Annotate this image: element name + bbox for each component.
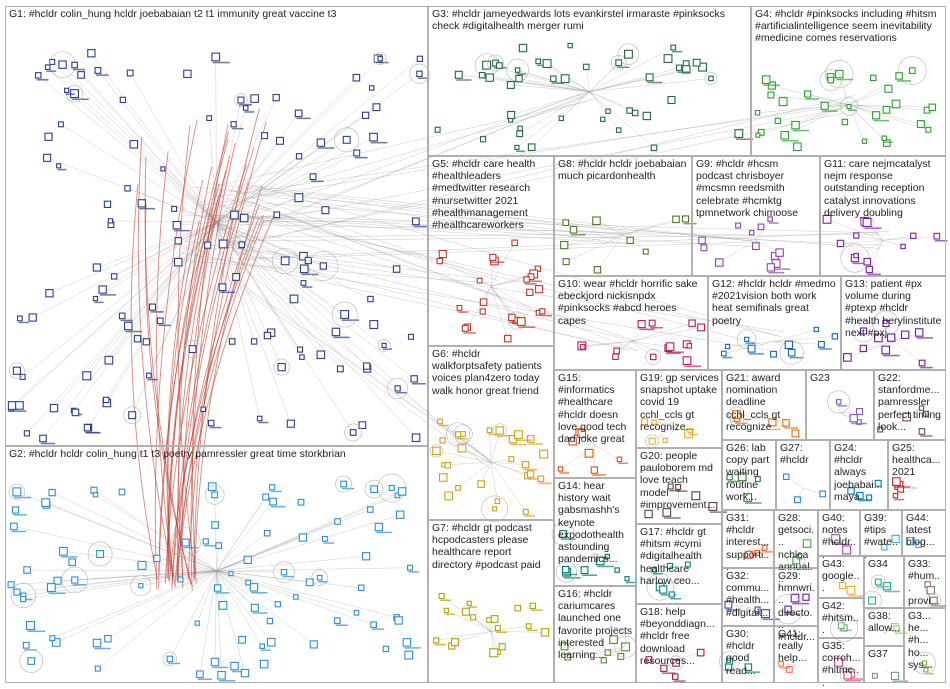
group-label: G43: google...: [822, 558, 861, 595]
group-label: G1: #hcldr colin_hung hcldr joebabaian t…: [9, 8, 425, 20]
group-panel-g28: G28: getsoci... nchica annual...: [774, 510, 818, 568]
group-panel-g16: G16: #hcldr cariumcares launched one fav…: [554, 586, 636, 683]
group-panel-g7: G7: #hcldr gt podcast hcpodcasters pleas…: [428, 520, 554, 683]
group-label: G19: gp services snapshot uptake covid 1…: [640, 372, 719, 433]
group-panel-g2: G2: #hcldr hcldr colin_hung t1 t3 poetry…: [5, 446, 428, 683]
group-panel-g40: G40: notes #hcldr...: [818, 510, 860, 556]
group-label: G18: help #beyonddiagn... #hcldr free do…: [640, 606, 719, 667]
group-label: G31: #hcldr interest... supporti...: [726, 512, 771, 573]
group-label: G3... he... #h... ho... sys...: [908, 610, 943, 671]
group-panel-g44: G44: latest blog...: [902, 510, 946, 556]
group-label: G30: #hcldr good read...: [726, 628, 771, 677]
group-panel-g31: G31: #hcldr interest... supporti...: [722, 510, 774, 568]
group-panel-g18: G18: help #beyonddiagn... #hcldr free do…: [636, 604, 722, 683]
group-label: G8: #hcldr hcldr joebabaian much picardo…: [558, 158, 689, 182]
group-label: G24: #hcldr always joebabai... maya...: [834, 442, 885, 503]
group-panel-g33: G33: #hum... provi...: [904, 556, 946, 608]
group-label: G10: wear #hcldr horrific sake ebeckjord…: [558, 278, 705, 327]
group-label: G6: #hcldr walkforptsafety patients voic…: [432, 348, 551, 397]
group-label: G41: really help...: [778, 628, 815, 665]
group-label: G34: [868, 558, 901, 570]
group-panel-g20: G20: people pauloborem md love teach mod…: [636, 448, 722, 524]
group-panel-g8: G8: #hcldr hcldr joebabaian much picardo…: [554, 156, 692, 276]
group-label: G42: #hitsm...: [822, 600, 861, 637]
group-panel-g11: G11: care nejmcatalyst nejm response out…: [820, 156, 946, 276]
group-panel-g23: G23: [806, 370, 874, 440]
group-label: G22: stanfordme... pamressler perfect ti…: [878, 372, 943, 433]
group-panel-g43: G43: google...: [818, 556, 864, 598]
group-panel-g41: G41: really help...: [774, 626, 818, 683]
group-label: G33: #hum... provi...: [908, 558, 943, 607]
group-panel-g24: G24: #hcldr always joebabai... maya...: [830, 440, 888, 510]
group-label: G17: #hcldr gt #hitsm #cymi #digitalheal…: [640, 526, 719, 587]
group-panel-g22: G22: stanfordme... pamressler perfect ti…: [874, 370, 946, 440]
group-panel-g27: G27: #hcldr: [776, 440, 830, 510]
group-label: G26: lab copy part waiting routine work.…: [726, 442, 773, 503]
group-panel-g39: G39: #tips #wate...: [860, 510, 902, 556]
group-panel-g17: G17: #hcldr gt #hitsm #cymi #digitalheal…: [636, 524, 722, 604]
group-label: G5: #hcldr care health #healthleaders #m…: [432, 158, 551, 231]
group-panel-g25: G25: healthca... 2021: [888, 440, 946, 510]
group-panel-g42: G42: #hitsm...: [818, 598, 864, 638]
group-panel-g12: G12: #hcldr hcldr #medmo #2021vision bot…: [708, 276, 841, 370]
group-label: G7: #hcldr gt podcast hcpodcasters pleas…: [432, 522, 551, 571]
group-label: G3: #hcldr jameyedwards lots evankirstel…: [432, 8, 748, 32]
group-label: G23: [810, 372, 871, 384]
group-panel-g38: G38: allow...: [864, 608, 904, 646]
group-panel-g10: G10: wear #hcldr horrific sake ebeckjord…: [554, 276, 708, 370]
group-label: G2: #hcldr hcldr colin_hung t1 t3 poetry…: [9, 448, 425, 460]
group-label: G12: #hcldr hcldr #medmo #2021vision bot…: [712, 278, 838, 327]
group-panel-g5: G5: #hcldr care health #healthleaders #m…: [428, 156, 554, 346]
group-panel-g32: G32: commu... #health... #digital...: [722, 568, 774, 626]
group-panel-g3x: G3... he... #h... ho... sys...: [904, 608, 946, 683]
group-label: G4: #hcldr #pinksocks including #hitsm #…: [755, 8, 943, 45]
group-label: G20: people pauloborem md love teach mod…: [640, 450, 719, 511]
group-label: G27: #hcldr: [780, 442, 827, 466]
group-panel-g26: G26: lab copy part waiting routine work.…: [722, 440, 776, 510]
group-label: G14: hear history wait gabsmashh's keyno…: [558, 480, 633, 565]
group-label: G40: notes #hcldr...: [822, 512, 857, 561]
group-panel-g6: G6: #hcldr walkforptsafety patients voic…: [428, 346, 554, 520]
group-label: G9: #hcldr #hcsm podcast chrisboyer #mcs…: [696, 158, 817, 219]
group-panel-g1: G1: #hcldr colin_hung hcldr joebabaian t…: [5, 6, 428, 446]
group-label: G13: patient #px volume during #ptexp #h…: [845, 278, 943, 339]
group-label: G32: commu... #health... #digital...: [726, 570, 771, 619]
group-label: G35: corroh... #hitmc...: [822, 640, 861, 689]
group-panel-g9: G9: #hcldr #hcsm podcast chrisboyer #mcs…: [692, 156, 820, 276]
group-label: G25: healthca... 2021: [892, 442, 943, 479]
group-label: G15: #informatics #healthcare #hcldr doe…: [558, 372, 633, 445]
group-panel-g3: G3: #hcldr jameyedwards lots evankirstel…: [428, 6, 751, 156]
group-label: G21: award nomination deadline cchl_ccls…: [726, 372, 803, 433]
group-panel-g37: G37: [864, 646, 904, 683]
group-panel-g19: G19: gp services snapshot uptake covid 1…: [636, 370, 722, 448]
group-label: G37: [868, 648, 901, 660]
group-label: G44: latest blog...: [906, 512, 943, 549]
group-panel-g14: G14: hear history wait gabsmashh's keyno…: [554, 478, 636, 586]
group-panel-g29: G29: hmnwri... directo... #hcldr...: [774, 568, 818, 626]
group-panel-g4: G4: #hcldr #pinksocks including #hitsm #…: [751, 6, 946, 156]
group-panel-g30: G30: #hcldr good read...: [722, 626, 774, 683]
group-panel-g34: G34: [864, 556, 904, 608]
group-label: G39: #tips #wate...: [864, 512, 899, 561]
group-panel-g15: G15: #informatics #healthcare #hcldr doe…: [554, 370, 636, 478]
group-label: G16: #hcldr cariumcares launched one fav…: [558, 588, 633, 661]
group-label: G38: allow...: [868, 610, 901, 634]
group-panel-g13: G13: patient #px volume during #ptexp #h…: [841, 276, 946, 370]
group-panel-g35: G35: corroh... #hitmc...: [818, 638, 864, 683]
group-panel-g21: G21: award nomination deadline cchl_ccls…: [722, 370, 806, 440]
group-label: G11: care nejmcatalyst nejm response out…: [824, 158, 943, 219]
